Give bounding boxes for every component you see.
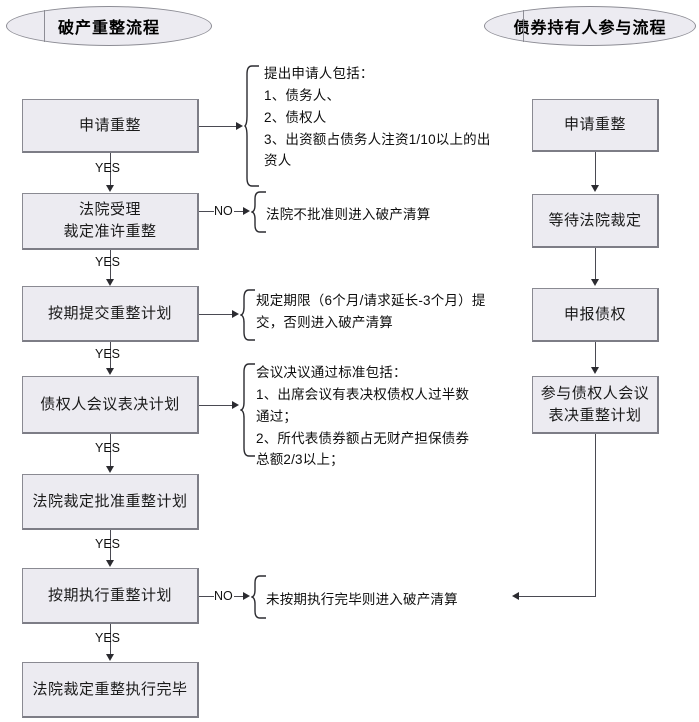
edge-label-yes-2: YES xyxy=(95,255,121,269)
connector-note-5b xyxy=(234,596,244,597)
box-label: 申请重整 xyxy=(563,116,626,134)
edge-label-yes-1: YES xyxy=(95,161,121,175)
arrow-left-1-2 xyxy=(106,185,114,192)
connector-note-1 xyxy=(199,126,237,127)
left-box-apply-reorganization[interactable]: 申请重整 xyxy=(22,99,199,153)
box-label: 法院受理 裁定准许重整 xyxy=(63,201,157,240)
arrow-note-3 xyxy=(232,310,239,318)
brace-note-2 xyxy=(251,191,266,233)
note-voting-standards: 会议决议通过标准包括： 1、出席会议有表决权债权人过半数 通过； 2、所代表债券… xyxy=(256,365,470,468)
connector-note-4 xyxy=(199,405,233,406)
arrow-right-3-4 xyxy=(591,367,599,374)
brace-note-1 xyxy=(244,65,259,187)
arrow-left-2-3 xyxy=(106,279,114,286)
title-tick-right xyxy=(522,10,524,42)
connector-note-3 xyxy=(199,314,233,315)
connector-left-3-4 xyxy=(110,342,111,371)
left-box-court-approves-plan[interactable]: 法院裁定批准重整计划 xyxy=(22,474,199,530)
edge-label-yes-6: YES xyxy=(95,631,121,645)
box-label: 申请重整 xyxy=(78,116,141,134)
box-label: 法院裁定批准重整计划 xyxy=(32,492,188,510)
box-label: 按期执行重整计划 xyxy=(47,586,172,604)
connector-left-4-5 xyxy=(110,434,111,468)
arrow-note-2 xyxy=(243,207,250,215)
arrow-right-2-3 xyxy=(591,279,599,286)
left-flow-title-label: 破产重整流程 xyxy=(57,20,160,37)
connector-note-2b xyxy=(234,211,244,212)
connector-left-6-7 xyxy=(110,624,111,656)
right-box-apply-reorganization[interactable]: 申请重整 xyxy=(532,99,659,152)
left-box-court-accepts[interactable]: 法院受理 裁定准许重整 xyxy=(22,193,199,250)
left-box-execution-complete[interactable]: 法院裁定重整执行完毕 xyxy=(22,662,199,718)
right-flow-title: 债券持有人参与流程 xyxy=(484,6,696,46)
arrow-note-4 xyxy=(232,401,239,409)
connector-left-5-6 xyxy=(110,530,111,562)
right-flow-title-label: 债券持有人参与流程 xyxy=(513,20,667,37)
connector-note-2 xyxy=(199,211,214,212)
box-label: 债权人会议表决计划 xyxy=(40,395,180,413)
arrow-note-5 xyxy=(243,592,250,600)
connector-right-1-2 xyxy=(595,152,596,186)
right-box-join-creditor-meeting[interactable]: 参与债权人会议 表决重整计划 xyxy=(532,376,659,434)
box-label: 按期提交重整计划 xyxy=(47,304,172,322)
brace-note-4 xyxy=(240,363,255,457)
edge-label-yes-3: YES xyxy=(95,347,121,361)
arrow-right-exit xyxy=(512,592,519,600)
connector-right-2-3 xyxy=(595,248,596,281)
brace-note-3 xyxy=(240,289,255,341)
title-tick-left xyxy=(43,10,45,42)
note-applicants: 提出申请人包括： 1、债务人、 2、债权人 3、出资额占债务人注资1/10以上的… xyxy=(264,66,491,169)
edge-label-yes-5: YES xyxy=(95,537,121,551)
note-court-rejection: 法院不批准则进入破产清算 xyxy=(266,207,431,222)
box-label: 等待法院裁定 xyxy=(548,211,642,229)
edge-label-yes-4: YES xyxy=(95,441,121,455)
left-box-creditor-meeting-vote[interactable]: 债权人会议表决计划 xyxy=(22,376,199,434)
right-box-await-court-ruling[interactable]: 等待法院裁定 xyxy=(532,194,659,248)
arrow-left-5-6 xyxy=(106,560,114,567)
arrow-left-4-5 xyxy=(106,466,114,473)
connector-left-2-3 xyxy=(110,250,111,281)
arrow-left-3-4 xyxy=(106,368,114,375)
arrow-note-1 xyxy=(236,122,243,130)
left-box-execute-plan[interactable]: 按期执行重整计划 xyxy=(22,568,199,624)
arrow-left-6-7 xyxy=(106,654,114,661)
edge-label-no-1: NO xyxy=(214,204,233,218)
box-label: 法院裁定重整执行完毕 xyxy=(32,680,188,698)
connector-right-3-4 xyxy=(595,342,596,369)
connector-right-exit-vertical xyxy=(595,434,596,597)
arrow-right-1-2 xyxy=(591,185,599,192)
connector-note-5 xyxy=(199,596,214,597)
connector-right-exit-horizontal xyxy=(519,596,596,597)
box-label: 申报债权 xyxy=(563,305,626,323)
right-box-declare-claims[interactable]: 申报债权 xyxy=(532,288,659,342)
note-execution-failure: 未按期执行完毕则进入破产清算 xyxy=(266,592,458,607)
box-label: 参与债权人会议 表决重整计划 xyxy=(540,384,650,424)
note-submission-deadline: 规定期限（6个月/请求延长-3个月）提 交，否则进入破产清算 xyxy=(256,293,486,330)
connector-left-1-2 xyxy=(110,153,111,186)
edge-label-no-2: NO xyxy=(214,589,233,603)
left-box-submit-plan[interactable]: 按期提交重整计划 xyxy=(22,286,199,342)
brace-note-5 xyxy=(251,575,266,619)
left-flow-title: 破产重整流程 xyxy=(6,6,212,46)
